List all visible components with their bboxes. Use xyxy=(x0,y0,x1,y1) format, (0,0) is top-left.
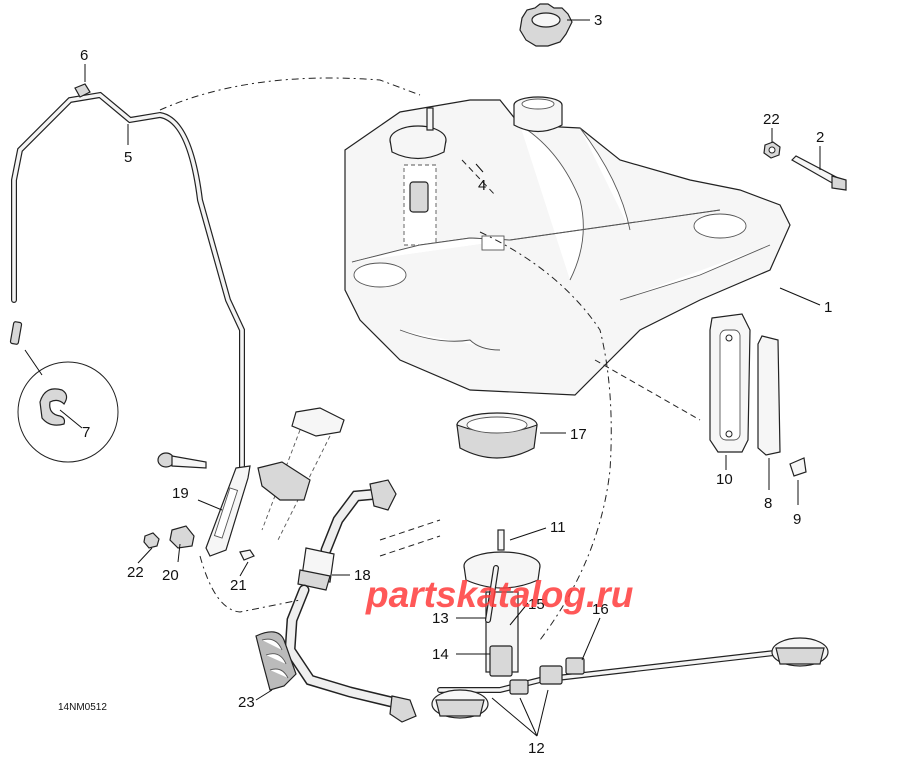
callout-3: 3 xyxy=(594,12,602,29)
hose-sleeve-23 xyxy=(255,631,297,691)
callout-22-lower: 22 xyxy=(127,564,144,581)
vent-tube-5 xyxy=(11,91,245,473)
vent-cap-6 xyxy=(74,83,91,98)
callout-21: 21 xyxy=(230,577,247,594)
fuel-hose-lower xyxy=(284,584,417,723)
lock-ring-17 xyxy=(456,412,538,459)
nut-22-lower xyxy=(143,532,160,549)
strip-8 xyxy=(757,335,781,456)
callout-6: 6 xyxy=(80,47,88,64)
callout-5: 5 xyxy=(124,149,132,166)
callout-14: 14 xyxy=(432,646,449,663)
fuel-hose-upper xyxy=(320,479,397,556)
watermark: partskatalog.ru xyxy=(365,574,633,615)
callout-16: 16 xyxy=(592,601,609,618)
fastener-20 xyxy=(169,525,195,549)
gas-cap xyxy=(519,3,573,47)
callout-7: 7 xyxy=(82,424,90,441)
fuel-pump-11 xyxy=(463,529,541,677)
leader-lines xyxy=(24,19,821,737)
callout-9: 9 xyxy=(793,511,801,528)
fuel-filter-18 xyxy=(297,547,335,591)
vent-valve-assembly xyxy=(257,407,345,541)
bracket-19 xyxy=(205,465,251,557)
fuel-tank xyxy=(344,96,791,396)
callout-10: 10 xyxy=(716,471,733,488)
callout-20: 20 xyxy=(162,567,179,584)
callout-18: 18 xyxy=(354,567,371,584)
assembly-lines xyxy=(159,77,701,641)
callout-15: 15 xyxy=(528,596,545,613)
bolt-vent xyxy=(157,452,207,469)
clamp-detail-circle xyxy=(9,321,119,463)
screw-21 xyxy=(239,549,255,561)
callout-labels: 1 2 3 4 5 6 7 8 9 10 11 12 13 14 15 16 1… xyxy=(58,12,832,757)
callout-17: 17 xyxy=(570,426,587,443)
callout-19: 19 xyxy=(172,485,189,502)
callout-11: 11 xyxy=(550,519,566,536)
level-sender-12 xyxy=(431,637,829,719)
drawing-code: 14NM0512 xyxy=(58,702,107,713)
callout-13: 13 xyxy=(432,610,449,627)
callout-2: 2 xyxy=(816,129,824,146)
callout-8: 8 xyxy=(764,495,772,512)
protector-10 xyxy=(709,313,751,453)
callout-1: 1 xyxy=(824,299,832,316)
bolt-2 xyxy=(791,155,847,191)
callout-22-upper: 22 xyxy=(763,111,780,128)
callout-12: 12 xyxy=(528,740,545,757)
internal-pump-ghost xyxy=(351,107,747,288)
callout-23: 23 xyxy=(238,694,255,711)
nut-22-upper xyxy=(763,141,781,159)
pad-9 xyxy=(789,457,807,477)
callout-4: 4 xyxy=(478,177,486,194)
